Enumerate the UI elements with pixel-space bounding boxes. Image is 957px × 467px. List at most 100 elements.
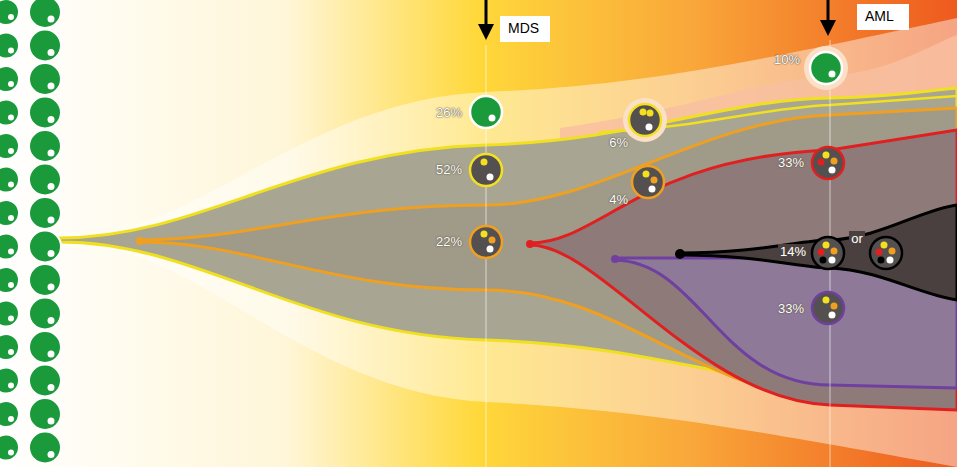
mutation-dot — [878, 257, 885, 264]
mutation-dot — [887, 257, 894, 264]
mutation-dot — [643, 171, 650, 178]
cell-body — [470, 154, 502, 186]
cell-nucleus — [8, 349, 14, 355]
clone-cell — [470, 154, 502, 186]
cell-body — [870, 237, 902, 269]
cell-body — [629, 104, 661, 136]
cell-nucleus — [48, 16, 55, 23]
time-point-label: MDS — [508, 20, 542, 36]
mutation-dot — [487, 174, 494, 181]
cell-nucleus — [48, 284, 55, 291]
cell-nucleus — [8, 148, 14, 154]
mutation-origin — [675, 249, 685, 259]
normal-cell — [29, 432, 61, 464]
normal-cell — [29, 197, 61, 229]
cell-halo — [623, 98, 667, 142]
clone-percentage: 6% — [607, 135, 630, 151]
cell-nucleus — [48, 351, 55, 358]
mutation-origin — [611, 255, 619, 263]
mutation-dot — [876, 249, 883, 256]
mutation-dot — [829, 312, 836, 319]
cell-nucleus — [48, 49, 55, 56]
cell-nucleus — [48, 217, 55, 224]
cell-halo — [804, 46, 848, 90]
mutation-dot — [481, 231, 488, 238]
normal-cell — [0, 401, 19, 427]
normal-cell — [29, 30, 61, 62]
cell-body — [470, 226, 502, 258]
normal-cell — [29, 231, 61, 263]
mutation-dot — [829, 167, 836, 174]
cell-body — [470, 96, 502, 128]
normal-cell — [29, 398, 61, 430]
clone-cell — [470, 96, 502, 128]
mutation-dot — [831, 248, 838, 255]
mutation-dot — [818, 159, 825, 166]
mutation-dot — [820, 257, 827, 264]
cell-nucleus — [8, 416, 14, 422]
clone-percentage: 52% — [434, 162, 464, 178]
mutation-origin — [526, 240, 534, 248]
mutation-dot — [489, 237, 496, 244]
clone-cell — [812, 292, 844, 324]
normal-cell — [0, 368, 19, 394]
mutation-dot — [823, 297, 830, 304]
cell-nucleus — [48, 418, 55, 425]
cell-nucleus — [48, 250, 55, 257]
orange-subclone-band — [140, 108, 957, 400]
clone-percentage: 33% — [776, 155, 806, 171]
normal-cell — [29, 164, 61, 196]
mutation-dot — [649, 186, 656, 193]
normal-cell — [0, 0, 19, 25]
normal-cell — [0, 133, 19, 159]
normal-cell — [0, 267, 19, 293]
normal-cell — [0, 100, 19, 126]
black-subclone-band — [680, 205, 957, 300]
arrow-head — [820, 20, 836, 36]
time-point-arrow — [485, 0, 488, 28]
cell-nucleus — [489, 115, 496, 122]
mutation-dot — [818, 249, 825, 256]
clone-percentage: 22% — [434, 234, 464, 250]
time-point-box: MDS — [500, 16, 550, 42]
cell-body — [812, 237, 844, 269]
mutation-dot — [823, 152, 830, 159]
mutation-dot — [823, 242, 830, 249]
alternative-note: or — [849, 231, 865, 247]
clone-cell — [623, 98, 667, 142]
cell-nucleus — [8, 81, 14, 87]
normal-cell — [0, 435, 19, 461]
cell-nucleus — [8, 48, 14, 54]
mutation-dot — [881, 242, 888, 249]
normal-cell — [0, 200, 19, 226]
normal-cell — [29, 63, 61, 95]
cell-nucleus — [48, 317, 55, 324]
red-subclone-band — [530, 130, 957, 410]
clone-cell — [812, 237, 844, 269]
cell-body — [632, 166, 664, 198]
mutation-dot — [651, 177, 658, 184]
cell-nucleus — [8, 282, 14, 288]
cell-nucleus — [8, 14, 14, 20]
cell-nucleus — [8, 450, 14, 456]
mutation-dot — [829, 257, 836, 264]
cell-body — [812, 147, 844, 179]
clone-cell — [812, 147, 844, 179]
mutation-dot — [831, 303, 838, 310]
clone-percentage: 33% — [776, 301, 806, 317]
cell-body — [812, 292, 844, 324]
time-point-label: AML — [865, 8, 901, 24]
normal-cell — [0, 334, 19, 360]
cell-nucleus — [48, 116, 55, 123]
normal-cell — [29, 0, 61, 28]
cell-nucleus — [48, 183, 55, 190]
cell-nucleus — [8, 115, 14, 121]
cell-nucleus — [8, 249, 14, 255]
cell-nucleus — [48, 83, 55, 90]
mutation-dot — [487, 246, 494, 253]
normal-cell — [0, 301, 19, 327]
normal-cell — [0, 167, 19, 193]
clone-cell — [632, 166, 664, 198]
